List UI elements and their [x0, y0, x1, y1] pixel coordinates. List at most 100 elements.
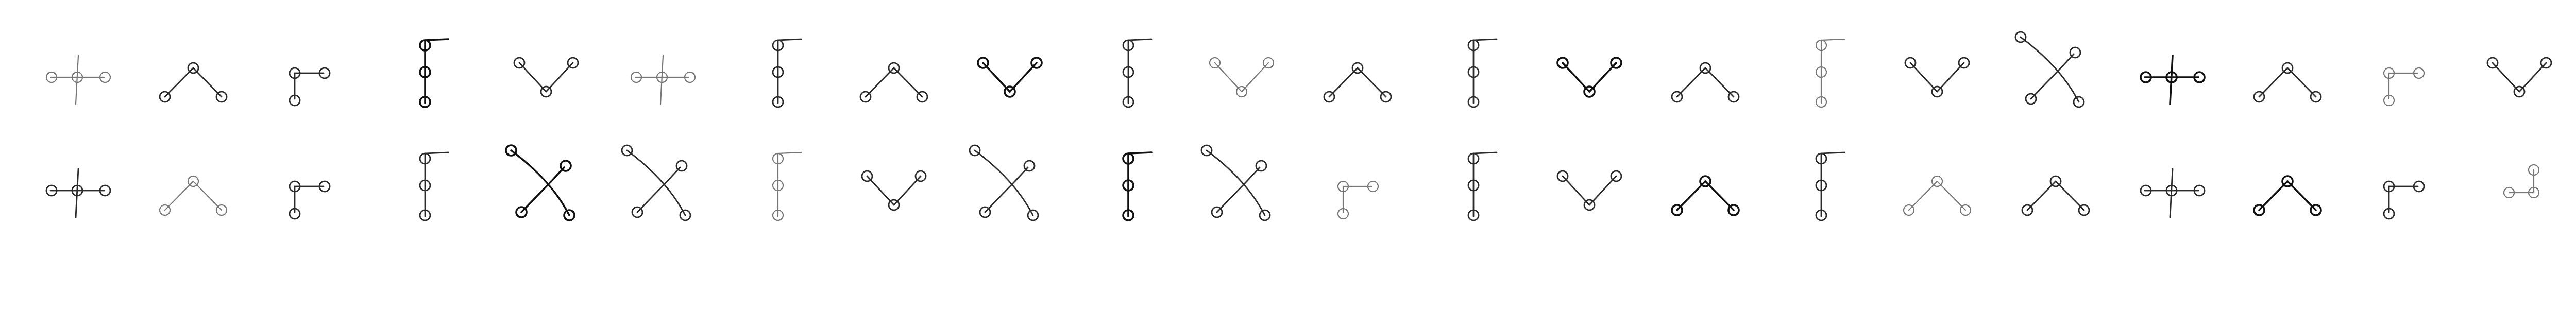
- bottom-node-circle: [1815, 96, 1827, 108]
- corner-node-circle: [1337, 180, 1349, 193]
- left-node-circle: [1903, 204, 1915, 216]
- left-arm-line: [1676, 67, 1706, 98]
- left-node-circle: [861, 170, 873, 182]
- right-arm-line: [2518, 62, 2547, 93]
- sketch-glyph-slash-split: [1200, 144, 1271, 221]
- left-arm-line: [2026, 180, 2057, 211]
- sketch-glyph-pole-3: [772, 151, 802, 221]
- right-node-circle: [215, 204, 228, 216]
- branch-top-node-circle: [1023, 160, 1036, 172]
- right-node-circle: [2193, 71, 2206, 83]
- branch-top-node-circle: [675, 160, 688, 172]
- middle-node-circle: [419, 179, 431, 192]
- sketch-glyph-flag-right: [2383, 67, 2425, 107]
- bottom-node-circle: [1235, 85, 1248, 98]
- left-node-circle: [1556, 57, 1569, 69]
- middle-node-circle: [419, 66, 431, 78]
- sketch-glyph-pole-3: [1815, 38, 1845, 108]
- corner-node-circle: [2383, 180, 2395, 193]
- middle-node-circle: [1815, 66, 1827, 78]
- right-arm-line: [192, 67, 223, 98]
- left-node-circle: [859, 91, 872, 103]
- sketch-glyph-pole-3: [1122, 151, 1153, 221]
- left-arm-line: [2258, 67, 2289, 98]
- sketch-glyph-slash-split: [969, 144, 1039, 221]
- right-arm-line: [1704, 180, 1735, 211]
- center-node-circle: [656, 71, 668, 83]
- left-arm-line: [2258, 180, 2289, 211]
- apex-node-circle: [2049, 175, 2062, 187]
- right-arm-line: [1357, 67, 1387, 98]
- top-node-circle: [1122, 152, 1134, 165]
- apex-node-circle: [1931, 175, 1943, 187]
- top-node-circle: [621, 144, 633, 157]
- right-arm-line: [893, 67, 923, 98]
- right-node-circle: [1959, 204, 1972, 216]
- sketch-glyph-cross-node: [2140, 168, 2206, 218]
- sketch-glyph-peak: [1903, 175, 1972, 216]
- upright-line: [75, 55, 79, 105]
- left-node-circle: [2253, 204, 2265, 216]
- right-arm-line: [1936, 62, 1965, 93]
- sketch-glyph-peak: [2021, 175, 2090, 216]
- pole-top-flag-line: [1127, 38, 1153, 41]
- short-branch-line: [2030, 67, 2062, 100]
- glyph-layer: [45, 31, 2552, 221]
- sketch-glyph-valley: [977, 57, 1043, 98]
- left-node-circle: [513, 57, 526, 69]
- left-node-circle: [45, 71, 58, 83]
- left-arm-line: [865, 67, 895, 98]
- base-node-circle: [2383, 208, 2395, 220]
- right-node-circle: [2193, 184, 2206, 197]
- sketch-glyph-valley: [1556, 57, 1622, 98]
- right-node-circle: [914, 170, 927, 182]
- sketch-glyph-valley: [1904, 57, 1970, 98]
- bottom-node-circle: [1467, 96, 1480, 108]
- left-node-circle: [1323, 91, 1335, 103]
- left-arm-line: [1908, 180, 1938, 211]
- long-curve-stroke: [1206, 149, 1266, 216]
- long-curve-stroke: [510, 149, 570, 216]
- short-branch-line: [1216, 180, 1248, 213]
- pole-top-flag-line: [1472, 38, 1498, 41]
- apex-node-circle: [1351, 62, 1364, 74]
- sketch-glyph-slash-split: [621, 144, 691, 221]
- end-node-circle: [1259, 209, 1271, 221]
- bottom-node-circle: [2513, 85, 2526, 98]
- top-node-circle: [1815, 152, 1827, 165]
- top-node-circle: [2014, 31, 2027, 43]
- end-node-circle: [563, 209, 575, 221]
- end-node-circle: [2413, 67, 2425, 79]
- base-node-circle: [1337, 208, 1349, 220]
- bottom-node-circle: [1122, 96, 1134, 108]
- right-arm-line: [545, 62, 574, 93]
- top-node-circle: [1200, 144, 1213, 157]
- right-node-circle: [1727, 91, 1740, 103]
- left-arm-line: [164, 67, 194, 98]
- right-arm-line: [2286, 180, 2317, 211]
- sketch-glyph-flag-right: [2383, 180, 2425, 220]
- upright-line: [2169, 168, 2174, 218]
- sketch-glyph-flag-right: [1337, 180, 1379, 220]
- apex-node-circle: [187, 175, 199, 187]
- sketch-glyph-valley: [1556, 170, 1622, 211]
- pole-top-flag-line: [1472, 151, 1498, 154]
- left-node-circle: [159, 91, 171, 103]
- right-node-circle: [2310, 204, 2322, 216]
- top-node-circle: [419, 152, 431, 165]
- top-node-circle: [1815, 39, 1827, 52]
- left-arm-line: [1328, 67, 1359, 98]
- branch-top-node-circle: [1255, 160, 1267, 172]
- pole-top-flag-line: [777, 38, 802, 41]
- bottom-node-circle: [1004, 85, 1016, 98]
- long-curve-stroke: [2020, 36, 2080, 103]
- right-arm-line: [2055, 180, 2085, 211]
- pole-top-flag-line: [1820, 38, 1845, 41]
- sketch-glyph-pole-3: [772, 38, 802, 108]
- end-node-circle: [679, 209, 691, 221]
- middle-node-circle: [772, 179, 784, 192]
- top-node-circle: [1467, 39, 1480, 52]
- branch-top-node-circle: [2069, 46, 2081, 59]
- short-branch-line: [984, 180, 1016, 213]
- left-arm-line: [1562, 62, 1590, 93]
